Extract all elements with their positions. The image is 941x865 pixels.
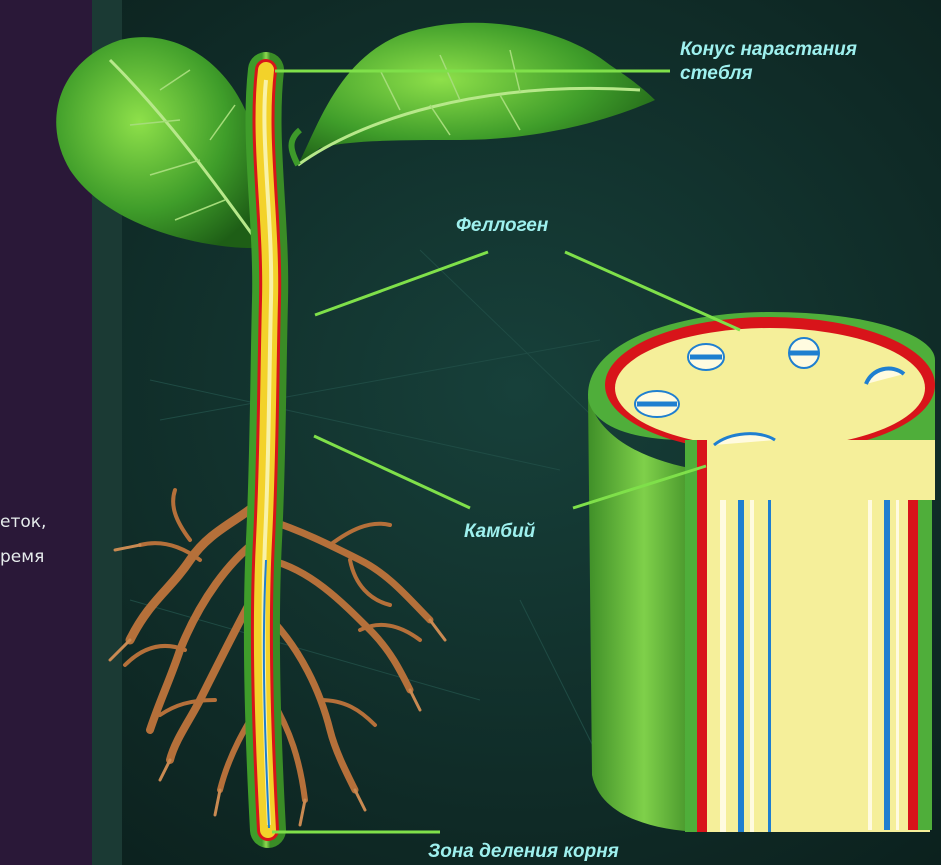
label-cone-line1: Конус нарастания — [680, 38, 857, 62]
label-cone-line2: стебля — [680, 62, 857, 86]
cylinder-core — [615, 328, 925, 448]
side-text-line2: ремя — [0, 545, 44, 570]
label-phellogen: Феллоген — [456, 214, 548, 238]
label-cone: Конус нарастания стебля — [680, 38, 857, 86]
main-stem — [262, 70, 271, 830]
stem-cross-section — [588, 312, 935, 832]
label-root-zone: Зона деления корня — [428, 840, 619, 864]
side-text-line1: еток, — [0, 510, 46, 535]
label-cambium: Камбий — [464, 520, 535, 544]
